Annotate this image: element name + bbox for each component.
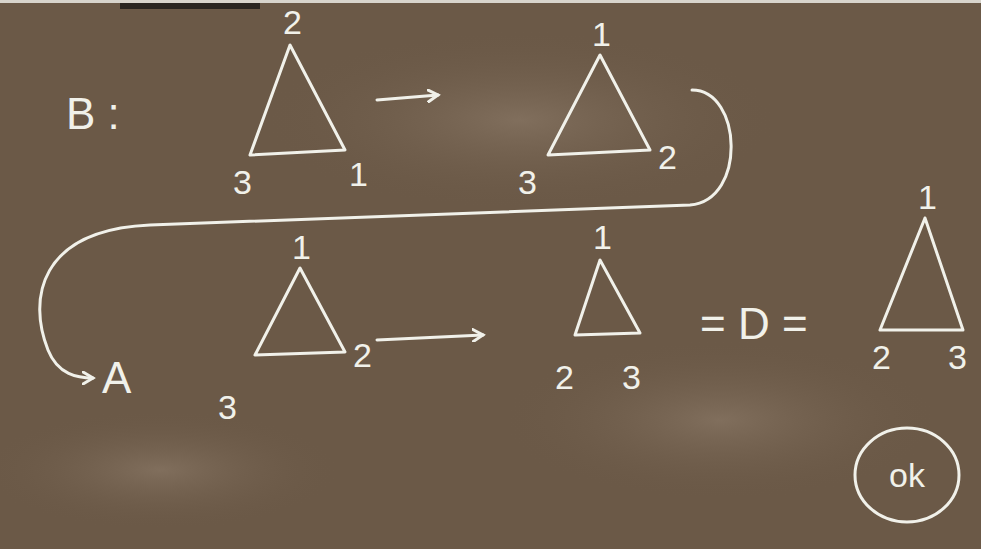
circle: [855, 428, 959, 522]
arrow: [377, 335, 483, 340]
labelled-triangle: 1 2 3: [860, 180, 975, 380]
arrow: [377, 95, 438, 100]
vertex-number: 3: [622, 360, 641, 394]
board-frame: [0, 0, 981, 3]
labelled-triangle: 1 3 2: [95, 230, 375, 430]
vertex-number: 2: [658, 140, 677, 174]
triangle: [250, 45, 345, 155]
labelled-triangle: 1 2 3: [485, 220, 655, 400]
chalk-smudge: [0, 410, 340, 530]
vertex-number: 1: [918, 180, 937, 214]
triangle: [575, 260, 640, 335]
vertex-number: 3: [948, 340, 967, 374]
note-text: ok: [889, 458, 925, 492]
vertex-number: 2: [283, 5, 302, 39]
vertex-number: 2: [353, 338, 372, 372]
triangle: [255, 268, 345, 355]
triangle-outline: [440, 15, 690, 205]
vertex-number: 2: [872, 340, 891, 374]
triangle: [880, 218, 963, 330]
labelled-triangle: 1 3 2: [440, 15, 690, 205]
vertex-number: 1: [593, 220, 612, 254]
operation-label: B :: [66, 92, 120, 136]
vertex-number: 1: [349, 157, 368, 191]
vertex-number: 3: [518, 165, 537, 199]
vertex-number: 2: [555, 360, 574, 394]
labelled-triangle: 2 3 1: [225, 5, 375, 205]
triangle: [548, 55, 650, 155]
chalk-smudge: [500, 340, 940, 500]
curved-arrow: [40, 90, 731, 378]
circled-note: ok: [852, 425, 962, 525]
operation-label: A: [102, 356, 131, 400]
vertex-number: 1: [292, 230, 311, 264]
vertex-number: 3: [233, 165, 252, 199]
chalk-smudge: [260, 30, 780, 210]
vertex-number: 3: [218, 390, 237, 424]
operation-label: = D =: [700, 302, 808, 346]
vertex-number: 1: [592, 17, 611, 51]
